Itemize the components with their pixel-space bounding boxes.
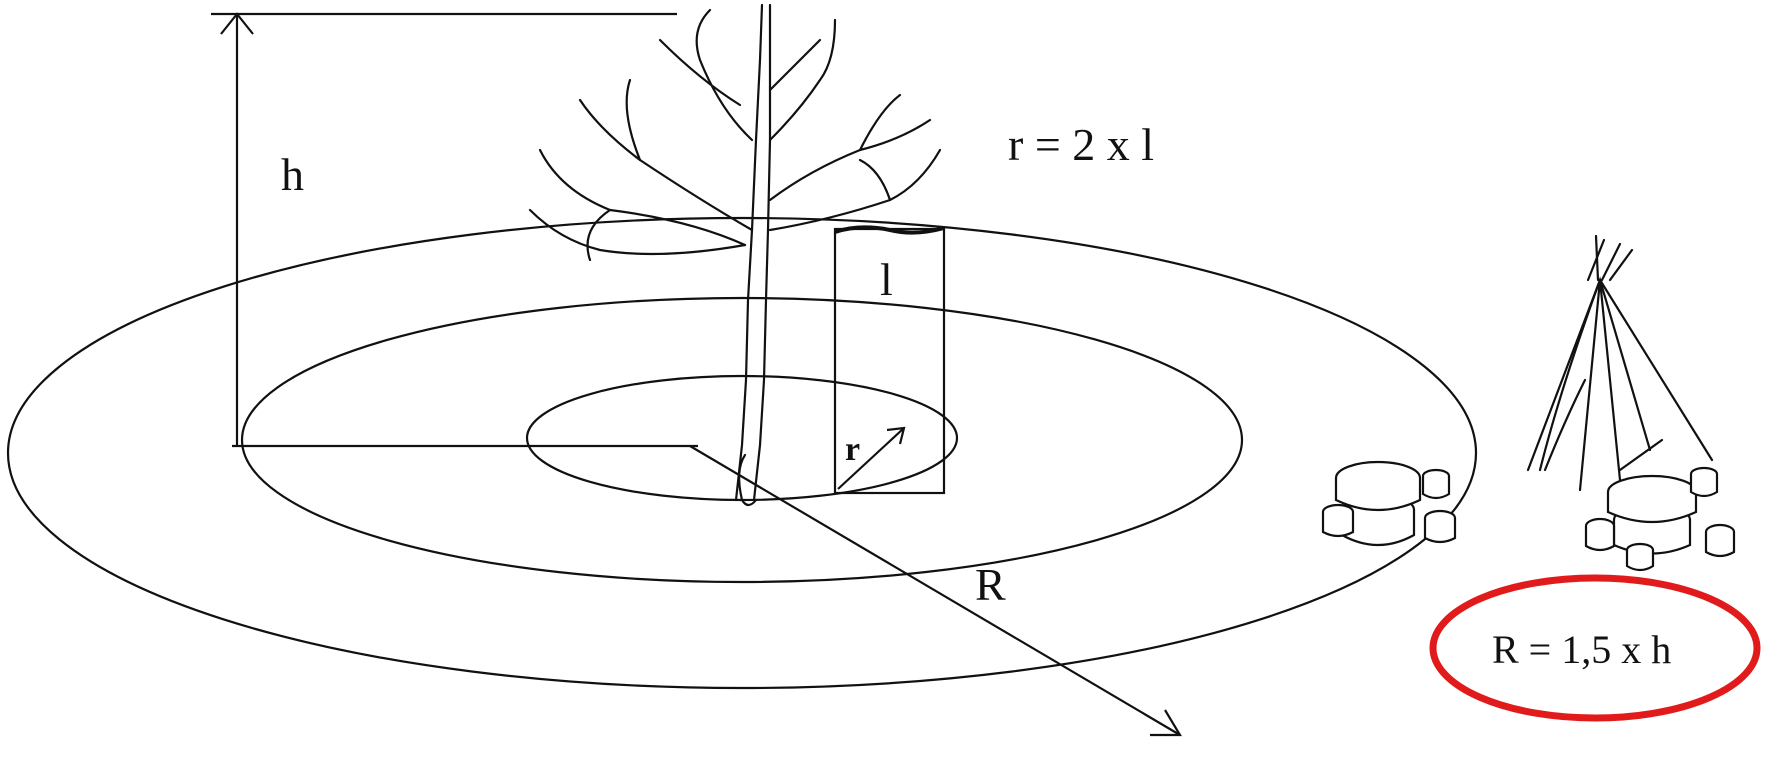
small-radius-label: r bbox=[845, 431, 860, 468]
picnic-table-icon bbox=[1321, 460, 1457, 546]
l-label: l bbox=[880, 254, 893, 305]
R-formula-label: R = 1,5 x h bbox=[1492, 627, 1671, 672]
highlight-ellipse bbox=[1429, 574, 1761, 722]
r-formula-label: r = 2 x l bbox=[1008, 119, 1154, 170]
root-zone-rectangle bbox=[833, 225, 946, 495]
height-label: h bbox=[281, 149, 304, 200]
height-dimension bbox=[211, 12, 698, 448]
tipi-tent-icon bbox=[1526, 234, 1714, 492]
picnic-table-icon-2 bbox=[1584, 466, 1736, 572]
outer-zone-ellipse bbox=[6, 216, 1478, 690]
big-radius-label: R bbox=[975, 559, 1006, 610]
R-radius-arrow bbox=[689, 445, 1182, 737]
middle-zone-ellipse bbox=[240, 296, 1244, 584]
tree-icon bbox=[528, 3, 942, 507]
